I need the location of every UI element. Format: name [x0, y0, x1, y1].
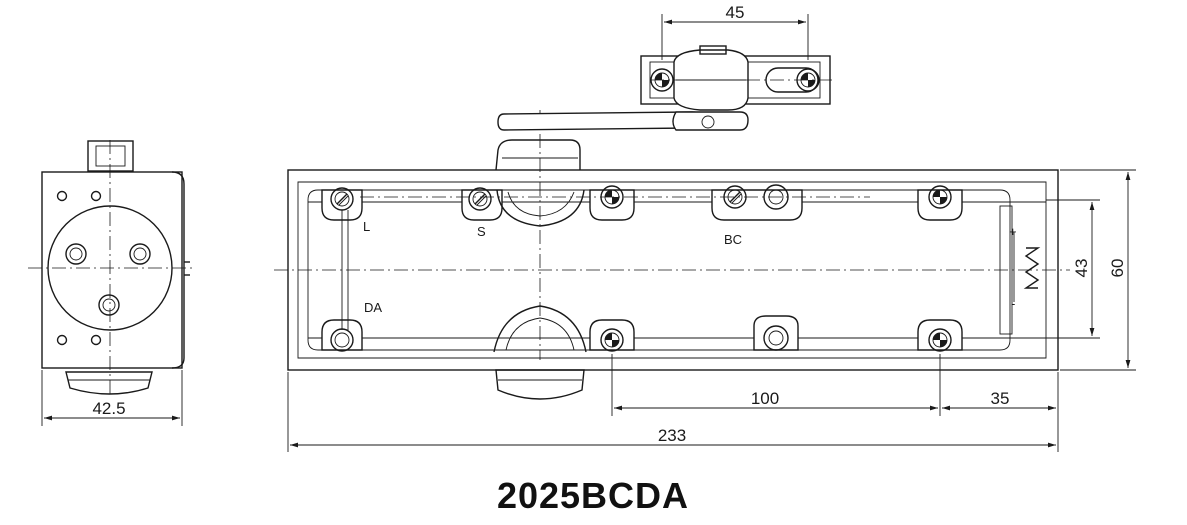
- dim-overall-height: 60: [1108, 259, 1127, 278]
- dim-overall-length: 233: [658, 426, 686, 445]
- dim-end-offset: 35: [991, 389, 1010, 408]
- dim-inner-height: 43: [1072, 259, 1091, 278]
- valve-label-latch: L: [363, 219, 370, 234]
- valve-label-delayed-action: DA: [364, 300, 382, 315]
- valve-label-speed: S: [477, 224, 486, 239]
- spring-plus-label: +: [1009, 224, 1017, 239]
- dim-hole-spacing: 100: [751, 389, 779, 408]
- dim-side-width: 42.5: [92, 399, 125, 418]
- model-title: 2025BCDA: [497, 475, 689, 516]
- spring-minus-label: -: [1011, 296, 1015, 311]
- valve-label-backcheck: BC: [724, 232, 742, 247]
- side-view: 42.5: [28, 140, 196, 426]
- dim-bracket-width: 45: [726, 3, 745, 22]
- front-view: + - L S BC DA 45: [274, 3, 1136, 452]
